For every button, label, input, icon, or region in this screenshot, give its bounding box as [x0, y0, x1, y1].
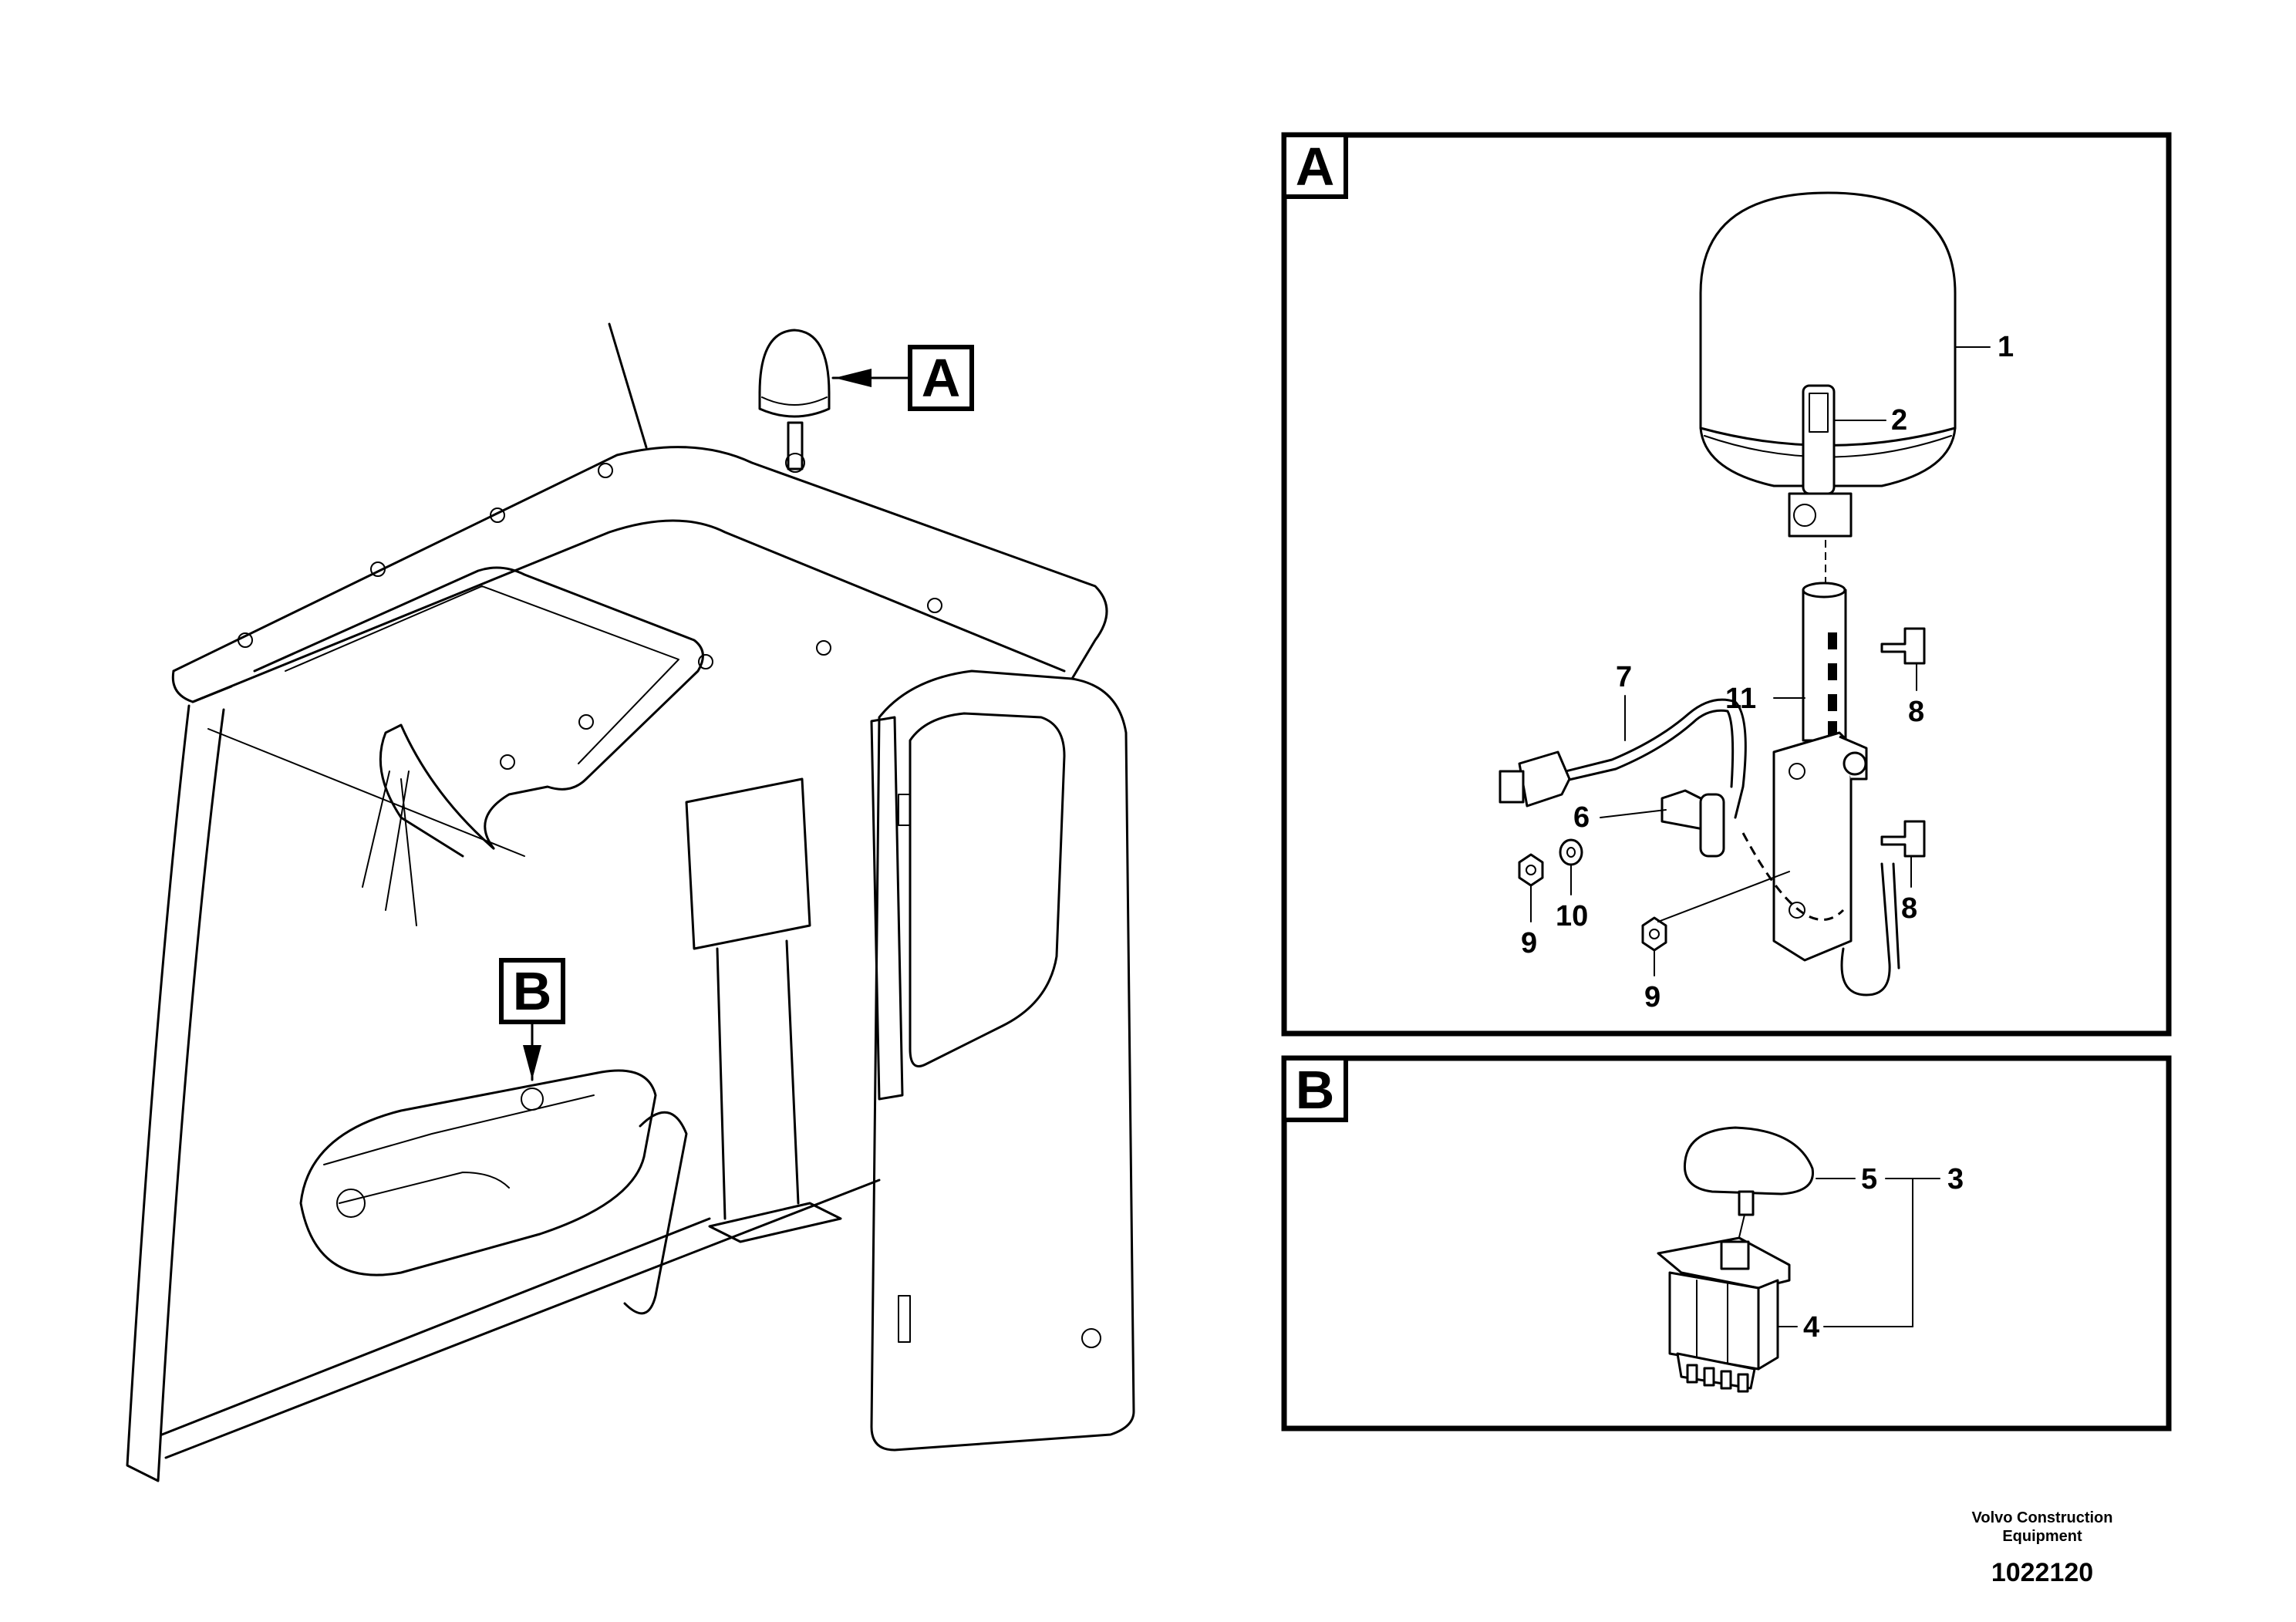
detail-view-b-frame — [1281, 1055, 2172, 1431]
detail-view-b: B 5 3 4 — [1281, 1055, 2172, 1431]
callout-1: 1 — [1998, 331, 2014, 363]
mounting-bracket — [1772, 731, 1868, 962]
floor-rail — [160, 1217, 711, 1436]
callout-3: 3 — [1947, 1163, 1964, 1195]
screw-upper — [1880, 627, 1926, 665]
beacon-cap — [1788, 384, 1853, 538]
callout-11: 11 — [1725, 683, 1756, 715]
detail-view-a: A — [1281, 132, 2172, 1037]
washer — [1559, 838, 1583, 866]
callout-box-b-letter: B — [513, 961, 552, 1021]
armrest — [623, 1111, 688, 1315]
switch-knob — [1683, 1126, 1814, 1216]
switch-body — [1657, 1236, 1791, 1393]
roof-bolts — [238, 463, 942, 770]
detail-view-a-frame — [1281, 132, 2172, 1037]
callout-5: 5 — [1861, 1163, 1877, 1195]
footer: Volvo Construction Equipment 1022120 — [1972, 1509, 2113, 1587]
mounting-tube — [1802, 582, 1847, 742]
callout-7: 7 — [1616, 661, 1632, 693]
footer-company-line1: Volvo Construction — [1972, 1509, 2113, 1526]
wiper-arm — [379, 723, 495, 858]
door-window — [909, 712, 1066, 1067]
leaders-view-a — [1530, 346, 1991, 976]
steering-column — [685, 777, 811, 950]
callout-box-a-letter: A — [922, 348, 961, 408]
detail-view-b-letter: B — [1296, 1060, 1335, 1120]
leaders-view-b — [1777, 1178, 1940, 1327]
roof-hatch — [253, 566, 704, 850]
cab-overview — [126, 322, 1135, 1482]
cab-roof — [172, 446, 1108, 680]
callout-4: 4 — [1803, 1311, 1819, 1344]
cable-clip — [1660, 789, 1725, 858]
callout-8-upper: 8 — [1908, 696, 1924, 728]
front-pillar — [126, 704, 225, 1482]
antenna — [608, 322, 648, 449]
callout-6: 6 — [1573, 801, 1590, 834]
callout-9-right: 9 — [1644, 981, 1660, 1013]
footer-ref-number: 1022120 — [1991, 1558, 2093, 1587]
callout-box-a: A — [908, 345, 974, 411]
screw-lower — [1880, 820, 1926, 858]
cab-door — [870, 669, 1135, 1452]
callout-9-left: 9 — [1521, 927, 1537, 959]
roof-beacon — [758, 329, 831, 473]
nut-right — [1641, 916, 1667, 952]
callout-10: 10 — [1556, 900, 1588, 932]
footer-company-line2: Equipment — [2002, 1528, 2082, 1545]
callout-2: 2 — [1891, 404, 1907, 437]
control-console — [299, 1069, 657, 1276]
callout-8-lower: 8 — [1901, 892, 1917, 925]
cable-harness — [1499, 698, 1900, 996]
callout-box-b: B — [499, 958, 565, 1024]
console-switch-location — [521, 1088, 544, 1111]
detail-view-a-letter: A — [1296, 137, 1335, 197]
nut-left — [1518, 853, 1544, 887]
rear-frame — [870, 716, 904, 1101]
